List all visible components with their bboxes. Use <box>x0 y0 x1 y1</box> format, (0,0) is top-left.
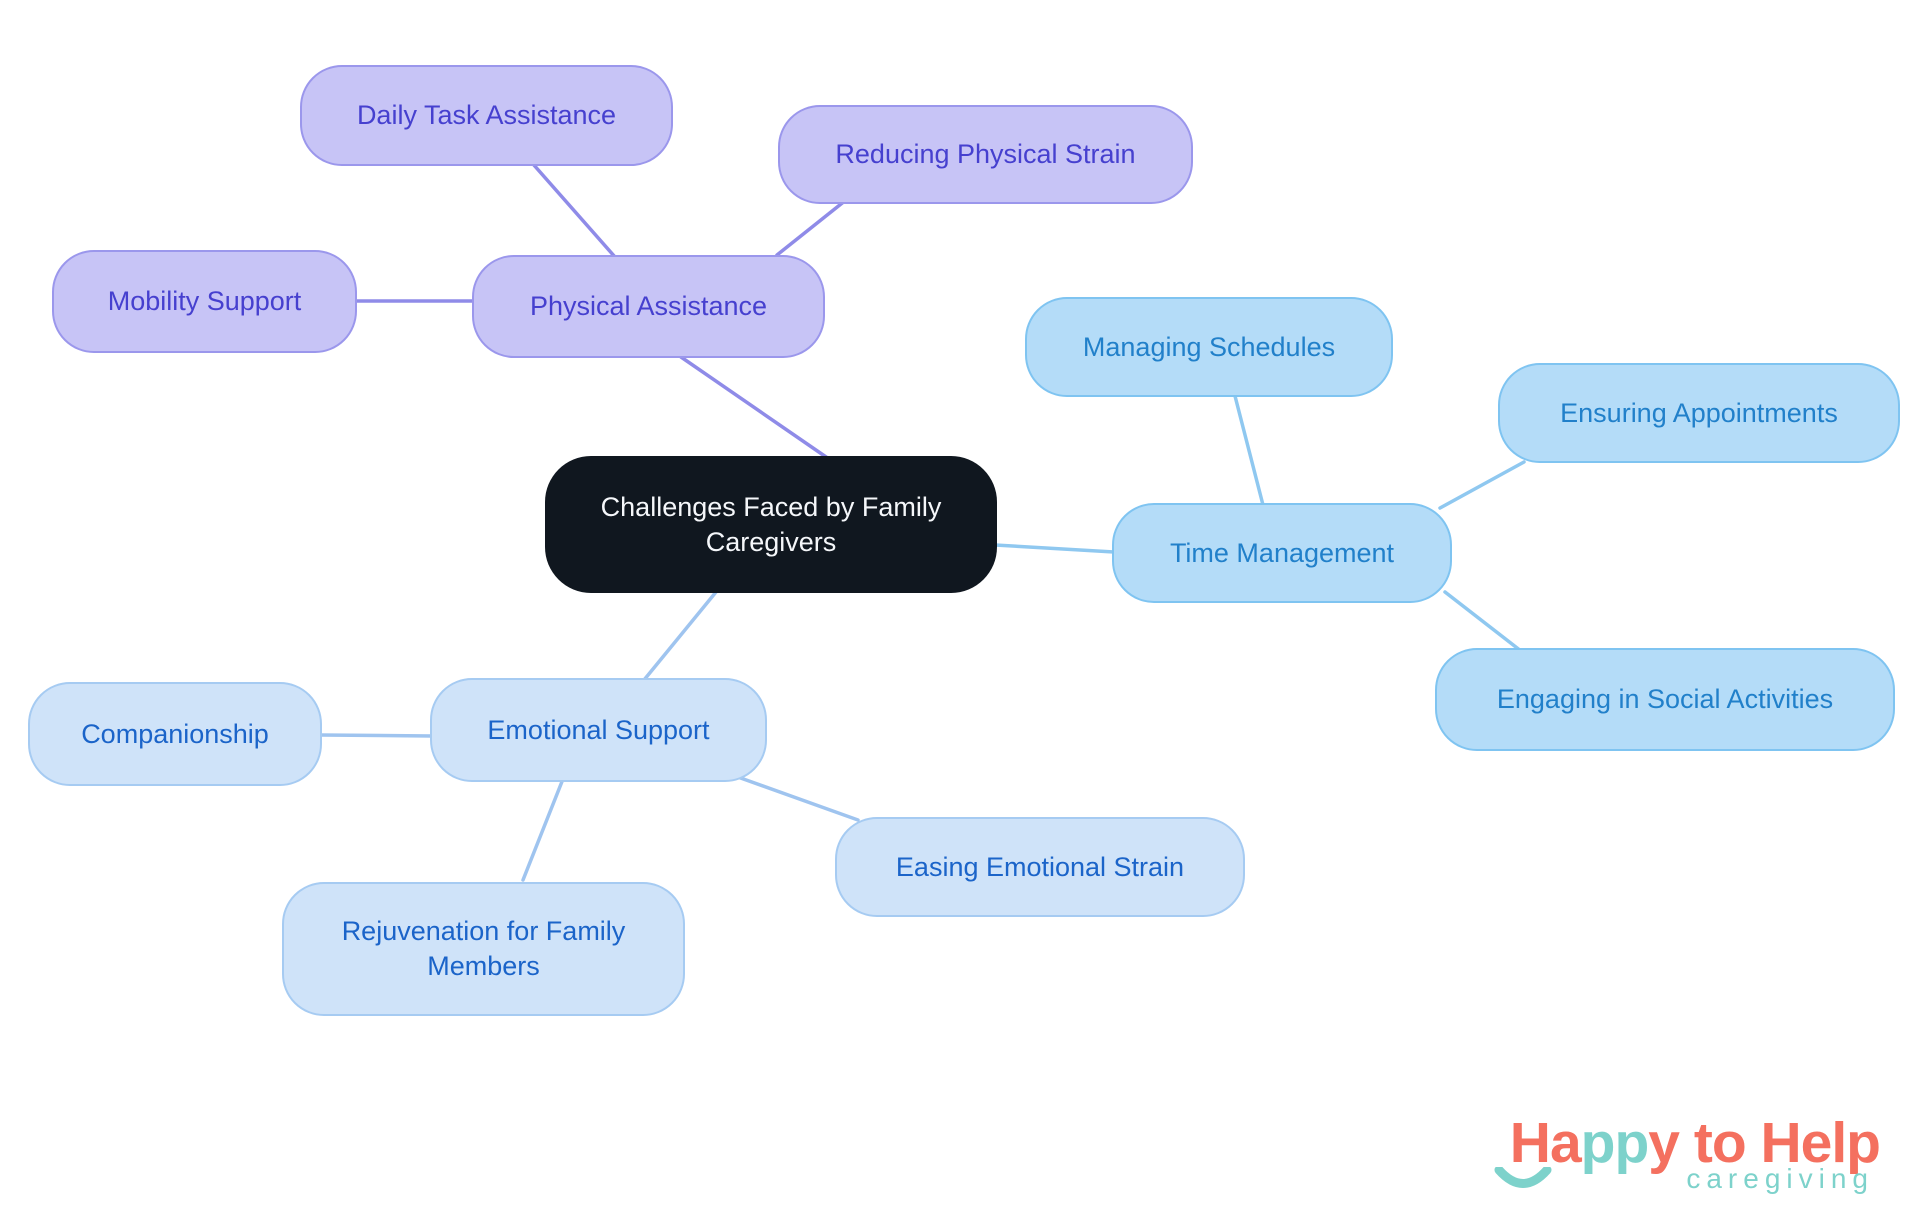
node-ensuring-appointments[interactable]: Ensuring Appointments <box>1498 363 1900 463</box>
edge-daily-task-to-physical <box>531 162 617 259</box>
node-central-topic[interactable]: Challenges Faced by Family Caregivers <box>545 456 997 593</box>
edge-center-to-time <box>993 543 1116 554</box>
node-rejuvenation-family-members[interactable]: Rejuvenation for Family Members <box>282 882 685 1016</box>
edge-time-to-social <box>1443 590 1523 653</box>
happy-to-help-logo: Happy to Help caregiving <box>1406 1111 1881 1199</box>
edge-appointments-to-time <box>1438 460 1526 510</box>
node-companionship[interactable]: Companionship <box>28 682 322 786</box>
logo-text-pp: pp <box>1580 1111 1650 1175</box>
edge-emotional-to-easing <box>733 774 860 822</box>
logo-text-y-to-help: y to Help <box>1648 1111 1881 1175</box>
node-physical-assistance[interactable]: Physical Assistance <box>472 255 825 358</box>
logo-text-ha: Ha <box>1509 1111 1582 1175</box>
node-managing-schedules[interactable]: Managing Schedules <box>1025 297 1393 397</box>
logo-subtitle: caregiving <box>1686 1163 1874 1194</box>
node-reducing-physical-strain[interactable]: Reducing Physical Strain <box>778 105 1193 204</box>
edge-center-to-emotional <box>642 590 718 682</box>
edge-managing-to-time <box>1233 394 1265 507</box>
edge-companionship-to-emotional <box>318 733 434 738</box>
node-daily-task-assistance[interactable]: Daily Task Assistance <box>300 65 673 166</box>
edge-reducing-strain-to-physical <box>775 198 848 257</box>
logo-wordmark: Happy to Help <box>1406 1111 1881 1175</box>
node-emotional-support[interactable]: Emotional Support <box>430 678 767 782</box>
node-time-management[interactable]: Time Management <box>1112 503 1452 603</box>
node-easing-emotional-strain[interactable]: Easing Emotional Strain <box>835 817 1245 917</box>
edge-emotional-to-rejuvenation <box>521 777 565 882</box>
edge-physical-to-center <box>679 355 831 461</box>
node-engaging-social-activities[interactable]: Engaging in Social Activities <box>1435 648 1895 751</box>
smile-icon <box>1494 1167 1552 1188</box>
node-mobility-support[interactable]: Mobility Support <box>52 250 357 353</box>
